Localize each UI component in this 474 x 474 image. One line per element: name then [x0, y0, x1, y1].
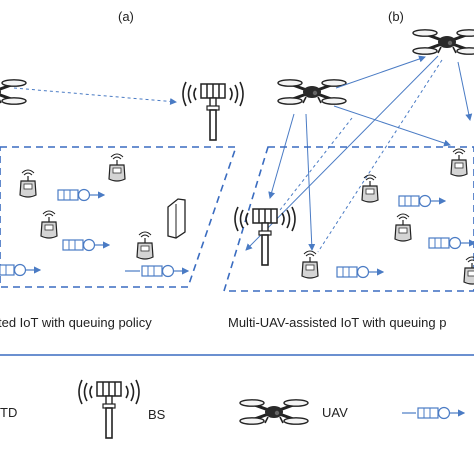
iot-device-icon: [301, 250, 319, 279]
building-icon: [167, 198, 186, 239]
base-station-icon: [182, 81, 244, 141]
queue-icon: [399, 196, 445, 207]
legend-td-label: TD: [0, 405, 17, 420]
base-station-icon: [234, 206, 296, 266]
iot-device-icon: [361, 174, 379, 203]
uav-icon: [238, 398, 310, 426]
uav-to-bs-link: [13, 87, 177, 105]
panel-b-caption: Multi-UAV-assisted IoT with queuing p: [228, 315, 446, 330]
legend-bs-label: BS: [148, 407, 166, 422]
queue-icon: [0, 265, 40, 276]
uav-link: [335, 55, 426, 89]
uav-link: [305, 113, 316, 251]
uav-link: [333, 105, 451, 147]
queue-icon: [429, 238, 474, 249]
iot-device-icon: [40, 210, 58, 239]
uav-link: [268, 113, 295, 199]
iot-device-icon: [394, 213, 412, 242]
panel-a-tag: (a): [118, 9, 134, 24]
iot-device-icon: [136, 231, 154, 260]
iot-device-icon: [463, 256, 474, 285]
uav-link-dashed: [317, 59, 443, 253]
legend-uav-label: UAV: [322, 405, 348, 420]
uav-icon: [0, 78, 28, 106]
uav-link: [245, 55, 439, 251]
queue-icon: [418, 408, 464, 419]
panel-b-tag: (b): [388, 9, 404, 24]
panel-a-caption: ted IoT with queuing policy: [0, 315, 152, 330]
iot-device-icon: [19, 169, 37, 198]
base-station-icon: [78, 379, 140, 439]
queue-icon: [63, 240, 109, 251]
queue-icon: [142, 266, 188, 277]
uav-icon: [276, 78, 348, 106]
iot-device-icon: [450, 148, 468, 177]
iot-device-icon: [108, 153, 126, 182]
panel-a-area: [0, 146, 238, 288]
panel-b-area: [222, 146, 474, 292]
uav-link: [457, 61, 473, 121]
uav-link-dashed: [279, 117, 353, 211]
uav-icon: [411, 28, 474, 56]
queue-icon: [58, 190, 104, 201]
queue-icon: [337, 267, 383, 278]
